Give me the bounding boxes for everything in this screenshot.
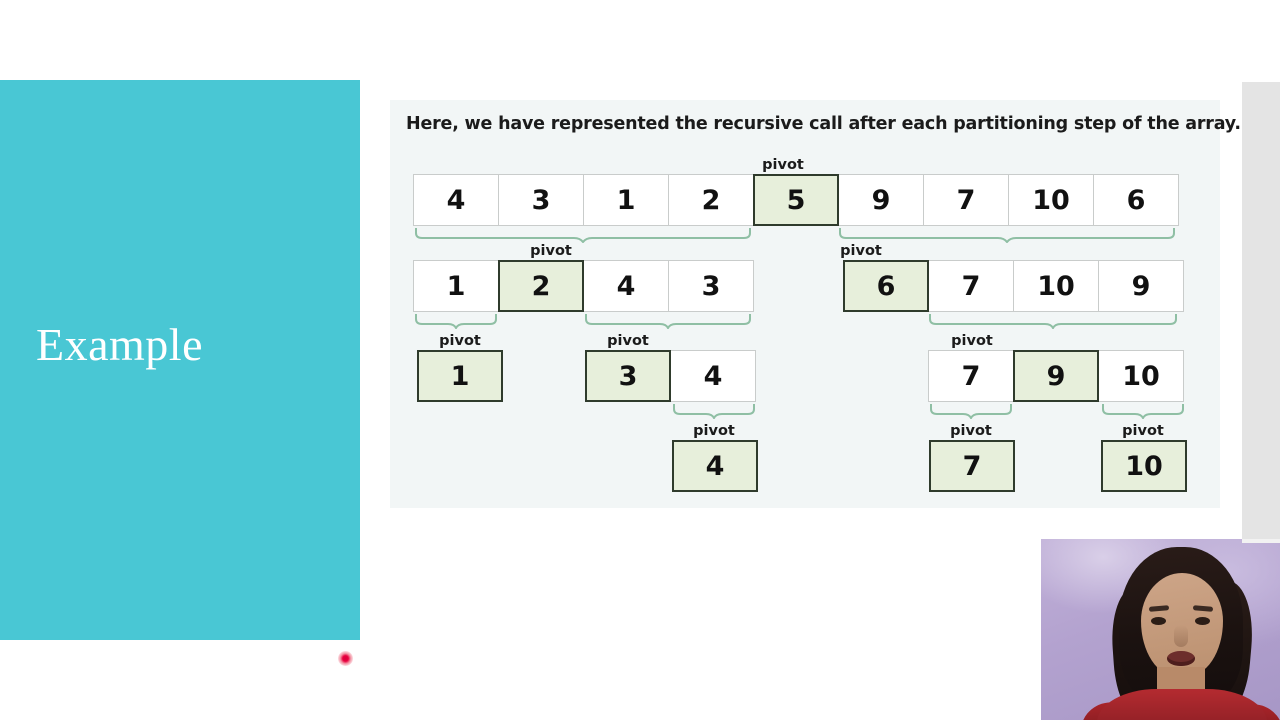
array-cell[interactable]: 7 <box>923 174 1009 226</box>
pivot-label-l4g2: pivot <box>950 423 992 439</box>
array-cell[interactable]: 4 <box>413 174 499 226</box>
array-cell[interactable]: 10 <box>1098 350 1184 402</box>
webcam-video-overlay[interactable] <box>1041 539 1280 720</box>
array-group-level4-c: 10 <box>1101 440 1187 492</box>
presenter-mouth <box>1167 651 1195 666</box>
array-cell[interactable]: 3 <box>498 174 584 226</box>
brace-l2-right <box>928 313 1178 329</box>
pivot-label-l3g1: pivot <box>439 333 481 349</box>
title-panel: Example <box>0 80 360 640</box>
array-cell-pivot[interactable]: 7 <box>929 440 1015 492</box>
pivot-label-l4g1: pivot <box>693 423 735 439</box>
array-cell[interactable]: 1 <box>413 260 499 312</box>
array-cell-pivot[interactable]: 5 <box>753 174 839 226</box>
brace-l2-left-b <box>584 313 752 329</box>
webcam-top-notch <box>1242 539 1280 543</box>
array-cell[interactable]: 1 <box>583 174 669 226</box>
array-cell[interactable]: 3 <box>668 260 754 312</box>
brace-l3-c-left <box>929 403 1013 419</box>
array-cell[interactable]: 6 <box>1093 174 1179 226</box>
array-group-level3-c: 7 9 10 <box>928 350 1184 402</box>
pivot-label-l4g3: pivot <box>1122 423 1164 439</box>
array-row: 6 7 10 9 <box>843 260 1184 312</box>
array-cell[interactable]: 7 <box>928 350 1014 402</box>
pivot-label-l2g2: pivot <box>840 243 882 259</box>
array-cell-pivot[interactable]: 10 <box>1101 440 1187 492</box>
brace-l3-b <box>672 403 756 419</box>
presenter-shirt <box>1097 689 1267 720</box>
array-cell[interactable]: 10 <box>1008 174 1094 226</box>
array-cell[interactable]: 9 <box>838 174 924 226</box>
array-row: 3 4 <box>585 350 756 402</box>
array-row: 1 2 4 3 <box>413 260 754 312</box>
figure-caption: Here, we have represented the recursive … <box>406 114 1241 134</box>
array-cell[interactable]: 7 <box>928 260 1014 312</box>
array-cell-pivot[interactable]: 4 <box>672 440 758 492</box>
pivot-label-l3g2: pivot <box>607 333 649 349</box>
array-group-level4-b: 7 <box>929 440 1015 492</box>
array-group-level2-right: 6 7 10 9 <box>843 260 1184 312</box>
array-cell[interactable]: 4 <box>583 260 669 312</box>
pivot-label-l1g1: pivot <box>762 157 804 173</box>
array-row: 4 3 1 2 5 9 7 10 6 <box>413 174 1179 226</box>
array-cell[interactable]: 2 <box>668 174 754 226</box>
array-row: 10 <box>1101 440 1187 492</box>
array-cell-pivot[interactable]: 2 <box>498 260 584 312</box>
quicksort-diagram: Here, we have represented the recursive … <box>390 100 1241 508</box>
array-cell-pivot[interactable]: 9 <box>1013 350 1099 402</box>
pivot-label-l3g3: pivot <box>951 333 993 349</box>
array-group-level1: 4 3 1 2 5 9 7 10 6 <box>413 174 1179 226</box>
brace-l2-left-a <box>414 313 498 329</box>
array-row: 1 <box>417 350 503 402</box>
array-cell[interactable]: 4 <box>670 350 756 402</box>
pivot-label-l2g1: pivot <box>530 243 572 259</box>
array-group-level4-a: 4 <box>672 440 758 492</box>
array-cell[interactable]: 9 <box>1098 260 1184 312</box>
array-row: 4 <box>672 440 758 492</box>
page-title: Example <box>36 319 203 370</box>
presenter-nose <box>1174 625 1188 647</box>
array-group-level2-left: 1 2 4 3 <box>413 260 754 312</box>
right-edge-strip <box>1242 82 1280 540</box>
array-row: 7 9 10 <box>928 350 1184 402</box>
presenter-eye-right <box>1195 617 1210 625</box>
array-group-level3-b: 3 4 <box>585 350 756 402</box>
array-cell-pivot[interactable]: 3 <box>585 350 671 402</box>
brace-l1-left <box>414 227 752 243</box>
brace-l3-c-right <box>1101 403 1185 419</box>
presenter-eye-left <box>1151 617 1166 625</box>
brace-l1-right <box>838 227 1176 243</box>
laser-pointer-dot <box>338 651 353 666</box>
array-cell-pivot[interactable]: 1 <box>417 350 503 402</box>
array-group-level3-a: 1 <box>417 350 503 402</box>
array-cell-pivot[interactable]: 6 <box>843 260 929 312</box>
array-cell[interactable]: 10 <box>1013 260 1099 312</box>
array-row: 7 <box>929 440 1015 492</box>
